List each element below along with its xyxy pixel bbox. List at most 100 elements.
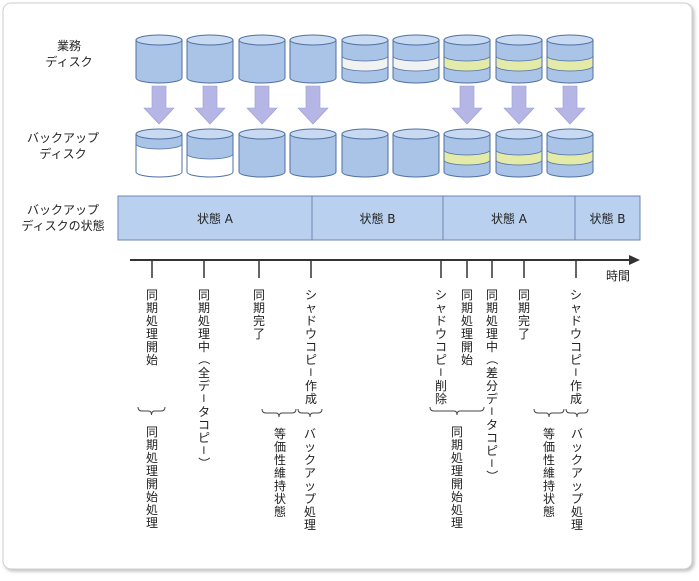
- svg-text:−: −: [304, 367, 318, 377]
- svg-text:デ: デ: [198, 378, 210, 393]
- svg-text:期: 期: [146, 301, 158, 315]
- svg-text:削: 削: [435, 379, 447, 393]
- svg-text:期: 期: [451, 438, 463, 452]
- svg-text:成: 成: [570, 392, 582, 406]
- phase-brace-5: [533, 408, 565, 418]
- svg-text:ッ: ッ: [304, 479, 316, 493]
- svg-text:理: 理: [571, 518, 583, 532]
- label-backup-state-line2: ディスクの状態: [21, 218, 104, 233]
- svg-text:開: 開: [451, 477, 463, 491]
- svg-text:タ: タ: [198, 405, 210, 419]
- svg-text:完: 完: [518, 313, 530, 328]
- backup-disk-7: [443, 128, 491, 178]
- svg-text:コ: コ: [570, 340, 582, 354]
- svg-text:中: 中: [198, 339, 210, 354]
- svg-text:ド: ド: [435, 314, 447, 328]
- svg-text:中: 中: [486, 339, 498, 354]
- backup-disk-6: [392, 128, 440, 178]
- svg-text:ク: ク: [304, 453, 316, 467]
- state-label-1: 状態 A: [197, 211, 234, 226]
- svg-text:同: 同: [146, 288, 158, 302]
- svg-text:ャ: ャ: [305, 301, 317, 315]
- svg-text:ャ: ャ: [435, 301, 447, 315]
- svg-text:コ: コ: [305, 340, 317, 354]
- business-disk-2: [186, 34, 234, 84]
- backup-disk-row: [135, 128, 594, 178]
- svg-text:）: ）: [485, 470, 499, 482]
- phase-brace-6: [565, 408, 589, 418]
- svg-text:処: 処: [571, 505, 583, 519]
- svg-text:等: 等: [274, 427, 286, 441]
- svg-text:コ: コ: [486, 431, 498, 445]
- svg-text:処: 処: [461, 314, 473, 328]
- copy-arrow-3: [246, 85, 278, 125]
- svg-text:作: 作: [305, 379, 317, 393]
- svg-text:ウ: ウ: [570, 327, 582, 341]
- svg-text:期: 期: [198, 301, 210, 315]
- svg-text:了: 了: [253, 327, 265, 341]
- business-disk-1: [135, 34, 183, 84]
- svg-text:処: 処: [304, 505, 316, 519]
- svg-text:理: 理: [146, 516, 158, 530]
- svg-text:ピ: ピ: [570, 353, 582, 367]
- copy-arrow-7: [451, 85, 483, 125]
- svg-text:処: 処: [451, 451, 463, 465]
- svg-text:ウ: ウ: [305, 327, 317, 341]
- backup-disk-2: [186, 128, 234, 178]
- svg-text:ア: ア: [304, 466, 316, 480]
- copy-arrow-8: [503, 85, 535, 125]
- label-business-disk-line1: 業務: [57, 39, 81, 53]
- business-disk-8: [495, 34, 543, 84]
- svg-text:理: 理: [146, 464, 158, 478]
- label-backup-disk-line2: ディスク: [39, 146, 86, 161]
- svg-text:ピ: ピ: [198, 431, 210, 445]
- backup-disk-9: [546, 128, 594, 178]
- copy-arrow-4: [297, 85, 329, 125]
- svg-text:了: 了: [518, 327, 530, 341]
- svg-text:期: 期: [486, 301, 498, 315]
- label-business-disk-line2: ディスク: [45, 54, 92, 69]
- svg-text:）: ）: [197, 457, 211, 469]
- svg-text:全: 全: [198, 365, 210, 380]
- svg-text:同: 同: [146, 425, 158, 439]
- svg-text:状: 状: [543, 492, 555, 506]
- svg-text:デ: デ: [486, 391, 498, 406]
- svg-text:持: 持: [543, 478, 555, 493]
- backup-disk-4: [289, 128, 337, 178]
- svg-text:処: 処: [146, 314, 158, 328]
- phase-brace-1: [137, 406, 166, 416]
- svg-text:始: 始: [451, 490, 463, 504]
- business-disk-4: [289, 34, 337, 84]
- svg-text:バ: バ: [571, 427, 583, 441]
- svg-text:同: 同: [253, 288, 265, 302]
- svg-text:始: 始: [146, 353, 158, 367]
- svg-text:等: 等: [543, 427, 555, 441]
- svg-text:維: 維: [274, 466, 286, 480]
- svg-text:差: 差: [486, 366, 498, 380]
- svg-text:−: −: [485, 458, 499, 468]
- business-disk-6: [392, 34, 440, 84]
- timeline-events: 同期処理開始同期処理中（全デ−タコピ−）同期完了シャドウコピ−作成シャドウコピ−…: [146, 260, 583, 482]
- svg-text:開: 開: [146, 340, 158, 354]
- phase-brace-3: [297, 408, 323, 418]
- svg-text:ク: ク: [571, 453, 583, 467]
- svg-text:理: 理: [198, 327, 210, 341]
- business-disk-row: [135, 34, 594, 84]
- svg-text:タ: タ: [486, 418, 498, 432]
- svg-text:開: 開: [461, 340, 473, 354]
- svg-text:同: 同: [486, 288, 498, 302]
- business-disk-3: [238, 34, 286, 84]
- svg-text:価: 価: [274, 440, 286, 454]
